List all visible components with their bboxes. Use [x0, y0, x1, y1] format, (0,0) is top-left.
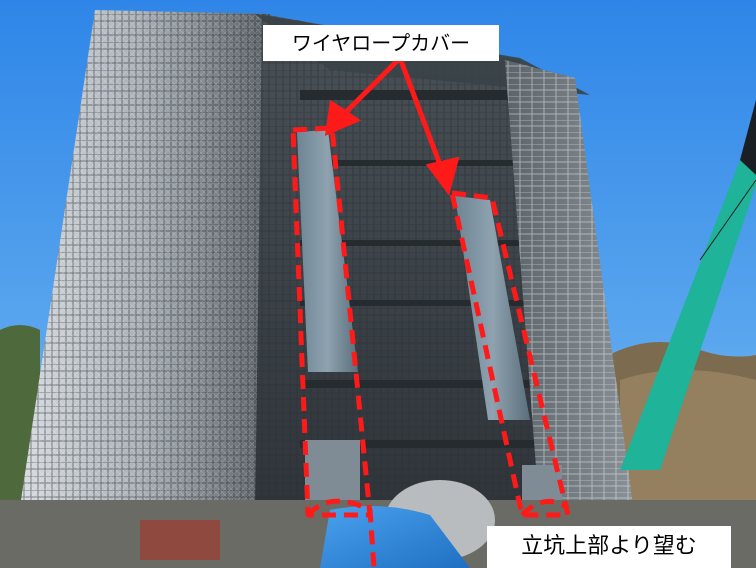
arrow-right-line: [397, 57, 445, 171]
arrow-left-line: [338, 56, 402, 120]
arrow-right-head: [425, 156, 460, 196]
cover-outline-group: [290, 125, 571, 568]
wire-rope-cover-right: [455, 196, 530, 420]
crane-boom: [620, 160, 756, 470]
cover-outline-right: [449, 190, 571, 518]
caption-label: 立坑上部より望む: [487, 526, 731, 568]
annotation-arrows: [324, 56, 460, 196]
wire-rope-cover-left: [297, 130, 358, 372]
arrow-left-head: [324, 99, 362, 137]
wire-rope-cover-label: ワイヤロープカバー: [263, 25, 499, 61]
blue-tarp: [320, 506, 470, 568]
